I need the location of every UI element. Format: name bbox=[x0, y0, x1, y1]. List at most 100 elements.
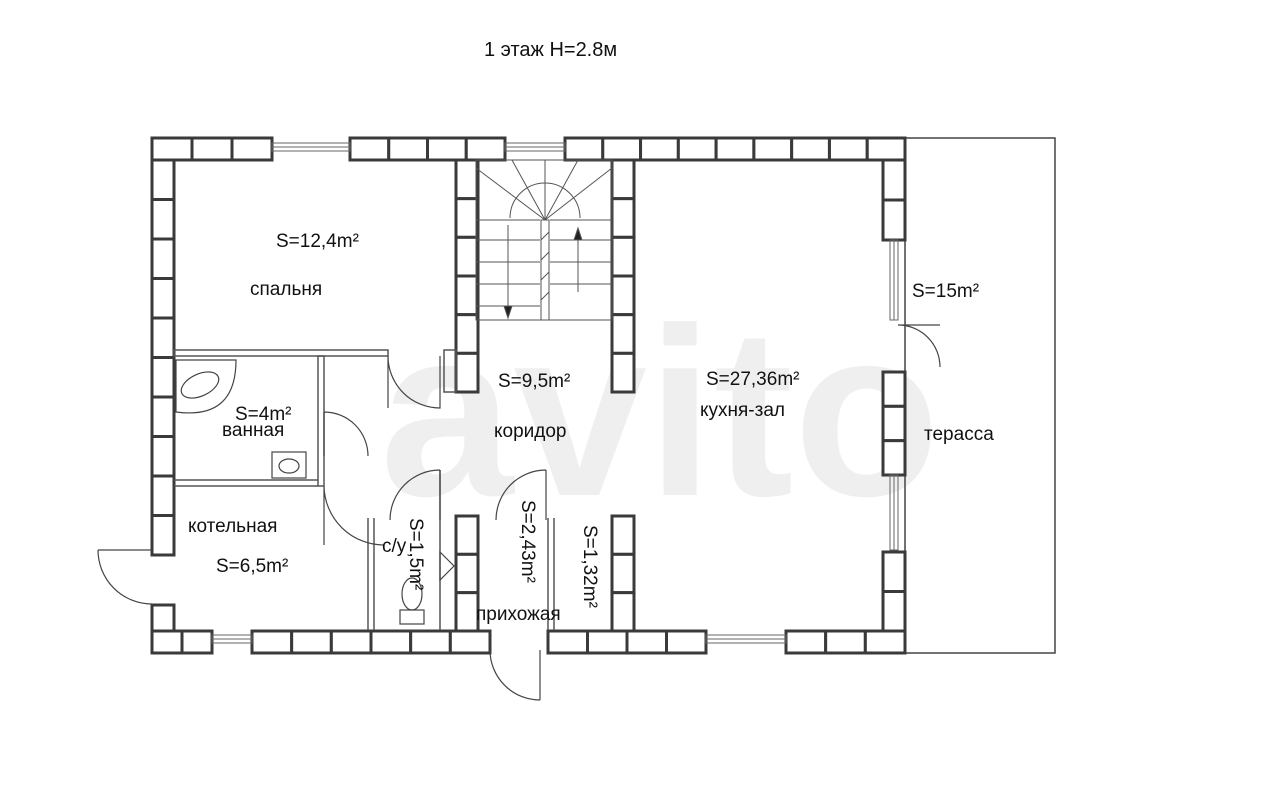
brick bbox=[881, 158, 907, 202]
brick bbox=[150, 198, 176, 241]
brick bbox=[150, 395, 176, 438]
brick bbox=[881, 550, 907, 593]
brick bbox=[601, 136, 643, 162]
staircase bbox=[475, 159, 613, 321]
brick bbox=[150, 603, 176, 633]
wc-name: с/у bbox=[382, 536, 407, 557]
brick bbox=[790, 136, 831, 162]
brick bbox=[150, 237, 176, 280]
brick bbox=[610, 274, 636, 317]
closet-area: S=1,32m² bbox=[579, 525, 600, 608]
brick bbox=[865, 136, 907, 162]
brick bbox=[881, 590, 907, 633]
brick bbox=[563, 136, 605, 162]
bathtub-icon bbox=[175, 359, 237, 414]
brick bbox=[190, 136, 234, 162]
brick bbox=[454, 313, 480, 355]
brick bbox=[150, 435, 176, 478]
door-bedroom bbox=[387, 355, 441, 409]
wc-area: S=1,5m² bbox=[405, 518, 426, 590]
hall-name: прихожая bbox=[476, 604, 561, 625]
brick bbox=[610, 235, 636, 278]
bedroom-name: спальня bbox=[250, 279, 322, 300]
brick bbox=[625, 629, 668, 655]
brick bbox=[454, 591, 480, 633]
terrace-area: S=15m² bbox=[912, 281, 979, 302]
brick bbox=[230, 136, 274, 162]
brick bbox=[454, 514, 480, 556]
hall-area: S=2,43m² bbox=[517, 500, 538, 583]
brick bbox=[714, 136, 756, 162]
bathroom-area: S=4m² bbox=[235, 404, 292, 425]
boiler-area: S=6,5m² bbox=[216, 556, 288, 577]
brick bbox=[348, 136, 391, 162]
brick bbox=[610, 552, 636, 595]
walls bbox=[150, 136, 907, 655]
brick bbox=[387, 136, 429, 162]
brick bbox=[824, 629, 867, 655]
brick bbox=[150, 316, 176, 359]
partitions bbox=[173, 349, 555, 630]
brick bbox=[665, 629, 708, 655]
brick bbox=[150, 277, 176, 320]
brick bbox=[784, 629, 828, 655]
brick bbox=[454, 351, 480, 394]
brick bbox=[150, 474, 176, 517]
brick bbox=[150, 158, 176, 201]
door-entrance bbox=[489, 649, 541, 701]
brick bbox=[250, 629, 294, 655]
doors bbox=[97, 324, 941, 701]
plan-title: 1 этаж H=2.8м bbox=[484, 39, 617, 61]
brick bbox=[639, 136, 680, 162]
bathroom-name: ванная bbox=[222, 420, 284, 441]
brick bbox=[881, 439, 907, 477]
brick bbox=[881, 370, 907, 408]
brick bbox=[426, 136, 468, 162]
door-bathroom bbox=[323, 411, 369, 457]
corridor-area: S=9,5m² bbox=[498, 371, 570, 392]
brick bbox=[610, 351, 636, 394]
brick bbox=[150, 514, 176, 557]
brick bbox=[752, 136, 794, 162]
brick bbox=[863, 629, 907, 655]
brick bbox=[881, 198, 907, 242]
brick bbox=[150, 629, 184, 655]
room-labels: S=12,4m² спальня S=4m² ванная котельная … bbox=[188, 231, 994, 625]
brick bbox=[454, 197, 480, 239]
door-terrace bbox=[897, 324, 941, 368]
kitchen-area: S=27,36m² bbox=[706, 369, 799, 390]
brick bbox=[610, 591, 636, 633]
brick bbox=[676, 136, 718, 162]
brick bbox=[546, 629, 589, 655]
kitchen-name: кухня-зал bbox=[700, 400, 785, 421]
brick bbox=[610, 158, 636, 201]
sink-icon bbox=[271, 451, 307, 479]
brick bbox=[369, 629, 413, 655]
toilet-icon bbox=[399, 609, 425, 625]
terrace-name: терасса bbox=[924, 424, 994, 445]
brick bbox=[881, 404, 907, 443]
brick bbox=[586, 629, 629, 655]
door-hall bbox=[495, 469, 547, 521]
brick bbox=[180, 629, 214, 655]
brick bbox=[610, 313, 636, 355]
brick bbox=[610, 197, 636, 239]
brick bbox=[454, 552, 480, 595]
brick bbox=[827, 136, 869, 162]
door-wc bbox=[389, 469, 441, 521]
brick bbox=[409, 629, 452, 655]
door-boiler bbox=[323, 485, 385, 546]
brick bbox=[610, 514, 636, 556]
boiler-name: котельная bbox=[188, 516, 277, 537]
windows bbox=[211, 142, 899, 644]
bedroom-area: S=12,4m² bbox=[276, 231, 359, 252]
brick bbox=[454, 274, 480, 317]
brick bbox=[448, 629, 492, 655]
brick bbox=[464, 136, 507, 162]
wc-sink-icon bbox=[439, 550, 455, 582]
brick bbox=[329, 629, 373, 655]
fixtures bbox=[175, 359, 455, 625]
brick bbox=[150, 356, 176, 399]
corridor-name: коридор bbox=[494, 421, 567, 442]
